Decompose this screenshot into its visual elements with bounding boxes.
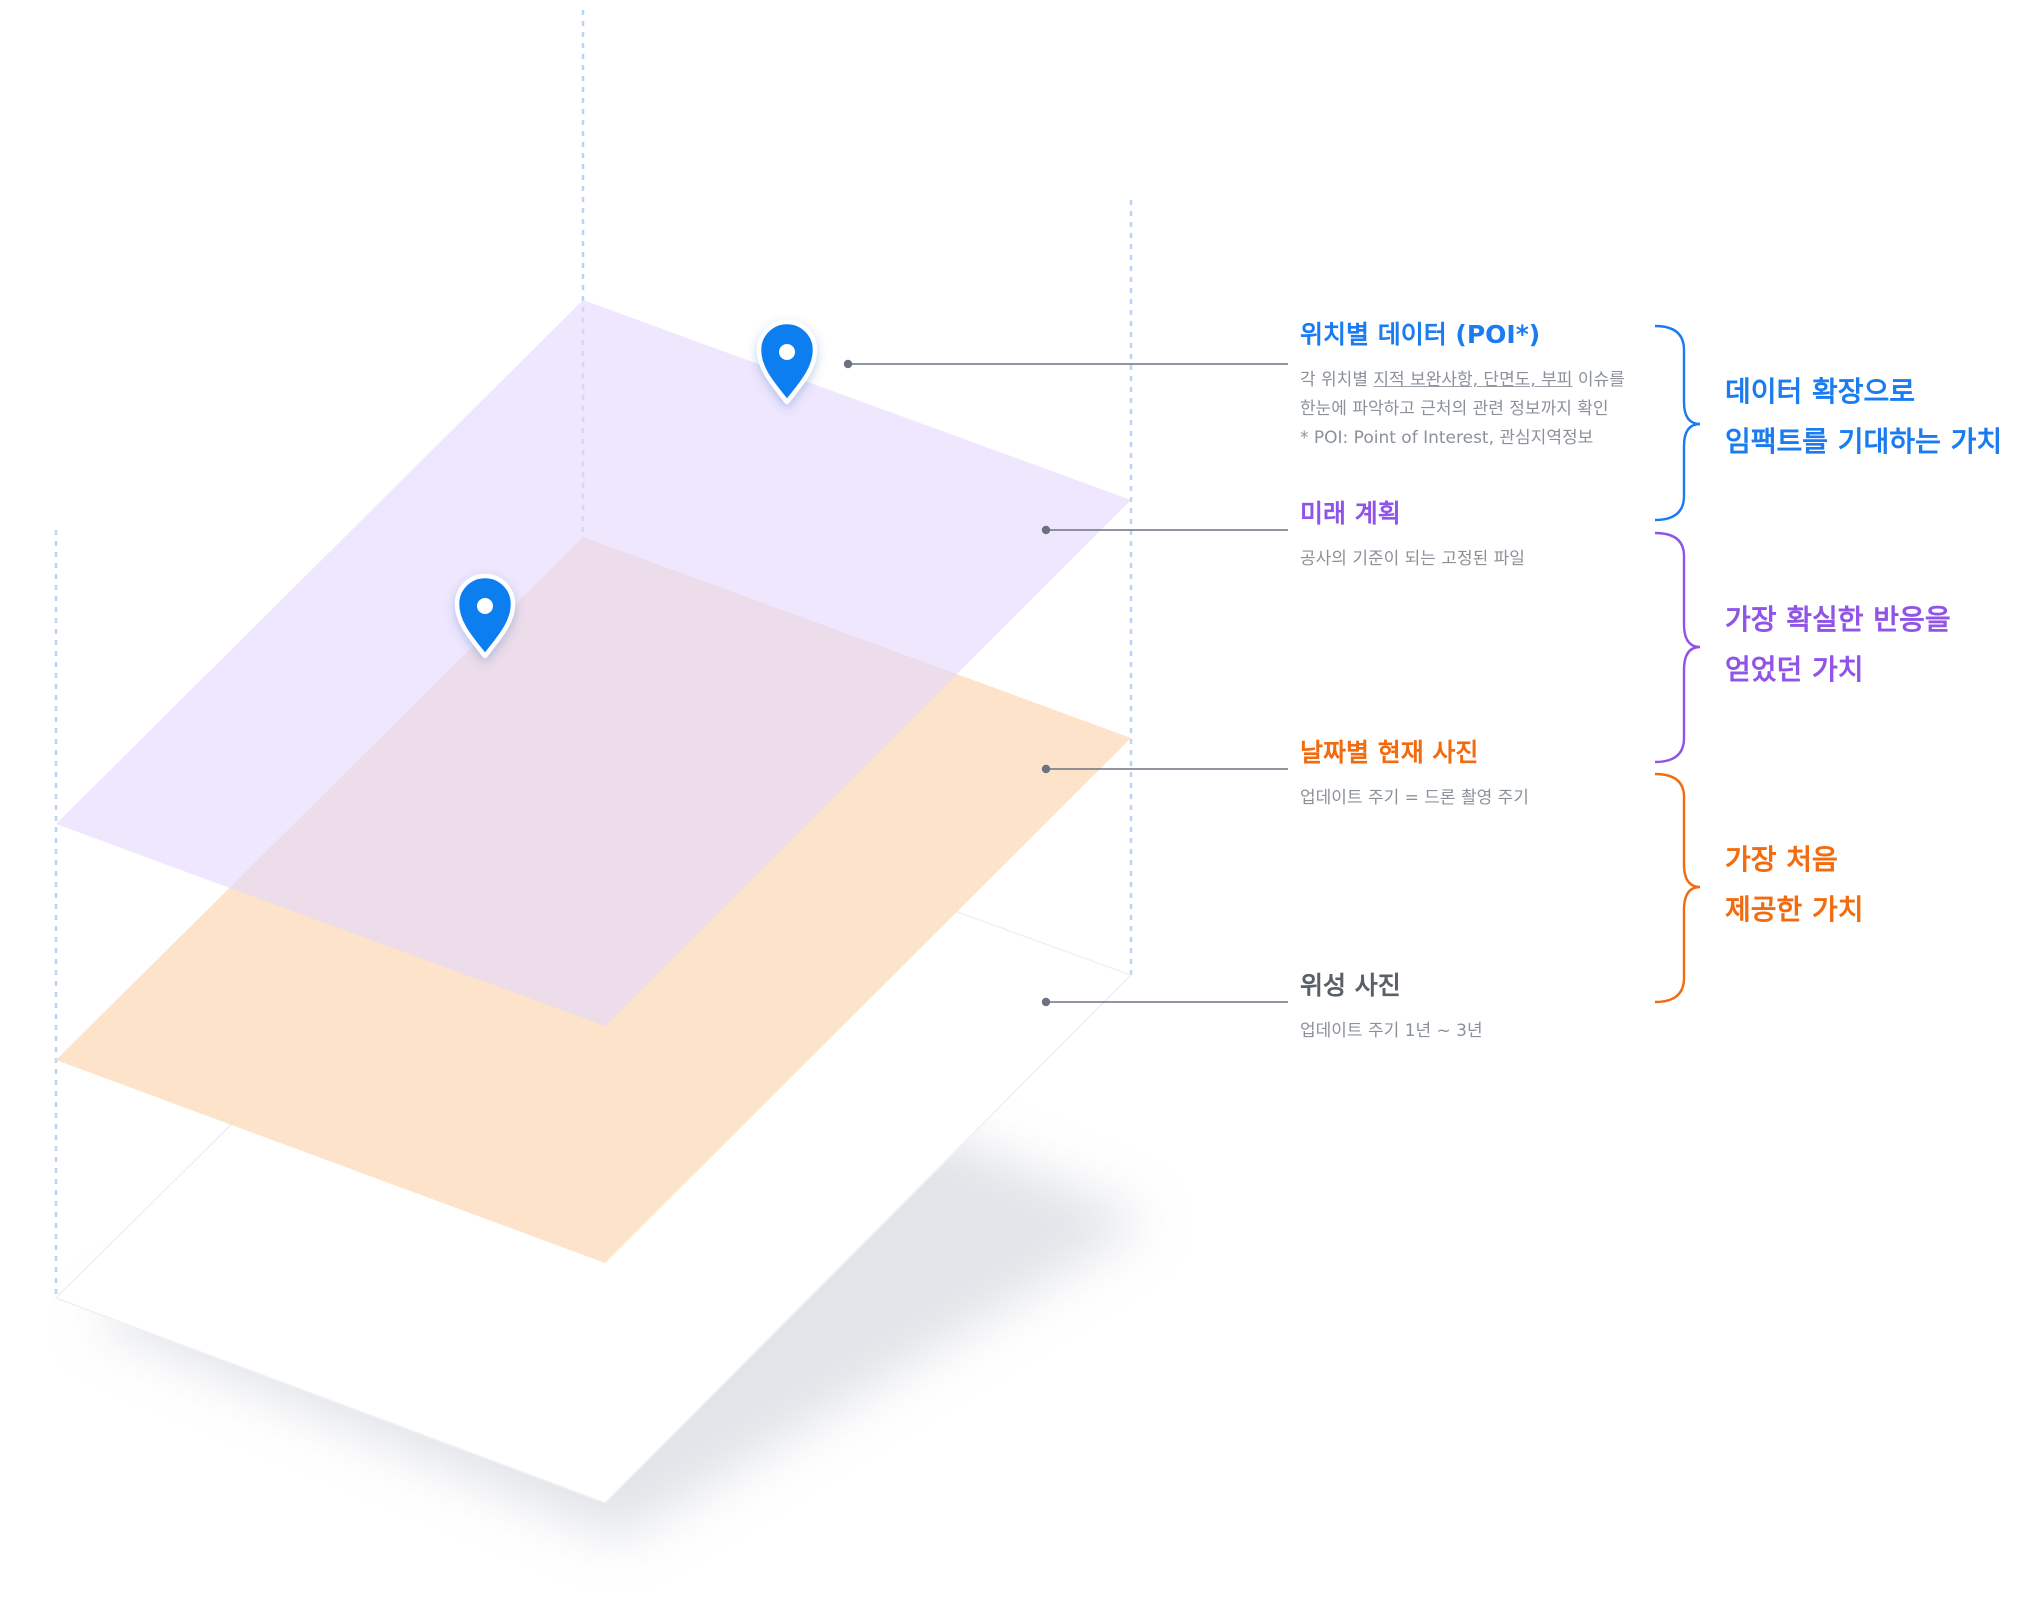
layer-title: 미래 계획 (1300, 499, 1401, 528)
map-pin-icon (454, 573, 516, 659)
layer-label-plan: 미래 계획 공사의 기준이 되는 고정된 파일 (1300, 497, 1640, 574)
layer-label-poi: 위치별 데이터 (POI*) 각 위치별 지적 보완사항, 단면도, 부피 이슈… (1300, 318, 1640, 453)
layer-label-photo: 날짜별 현재 사진 업데이트 주기 = 드론 촬영 주기 (1300, 736, 1640, 813)
map-pin-icon (756, 319, 818, 405)
description-line: 업데이트 주기 1년 ~ 3년 (1300, 1021, 1483, 1041)
description-line: 업데이트 주기 = 드론 촬영 주기 (1300, 788, 1529, 808)
summary-line: 가장 처음 (1725, 843, 1838, 876)
summary-line: 데이터 확장으로 (1725, 375, 1916, 408)
brace-expansion (1654, 324, 1701, 522)
layer-title: 날짜별 현재 사진 (1300, 738, 1479, 767)
layer-description: 각 위치별 지적 보완사항, 단면도, 부피 이슈를 한눈에 파악하고 근처의 … (1300, 366, 1640, 453)
summary-line: 가장 확실한 반응을 (1725, 603, 1951, 636)
description-line: * POI: Point of Interest, 관심지역정보 (1300, 428, 1594, 448)
description-line: 공사의 기준이 되는 고정된 파일 (1300, 549, 1525, 569)
connectors (848, 363, 1288, 1003)
brace-first (1654, 772, 1701, 1004)
layer-description: 공사의 기준이 되는 고정된 파일 (1300, 545, 1640, 574)
layer-title: 위성 사진 (1300, 971, 1401, 1000)
summary-expansion: 데이터 확장으로 임팩트를 기대하는 가치 (1725, 367, 2002, 467)
brace-response (1654, 531, 1701, 764)
layer-description: 업데이트 주기 1년 ~ 3년 (1300, 1017, 1640, 1046)
connector-dots (843, 359, 1051, 1007)
layer-label-satellite: 위성 사진 업데이트 주기 1년 ~ 3년 (1300, 969, 1640, 1046)
summary-line: 임팩트를 기대하는 가치 (1725, 425, 2003, 458)
summary-line: 얻었던 가치 (1725, 653, 1864, 686)
layer-description: 업데이트 주기 = 드론 촬영 주기 (1300, 784, 1640, 813)
summary-response: 가장 확실한 반응을 얻었던 가치 (1725, 595, 1951, 695)
summary-line: 제공한 가치 (1725, 893, 1864, 926)
plan-layer (56, 300, 1131, 1026)
layer-title: 위치별 데이터 (POI*) (1300, 320, 1541, 349)
description-line: 각 위치별 지적 보완사항, 단면도, 부피 이슈를 (1300, 370, 1625, 390)
description-line: 한눈에 파악하고 근처의 관련 정보까지 확인 (1300, 399, 1609, 419)
summary-first: 가장 처음 제공한 가치 (1725, 835, 1864, 935)
